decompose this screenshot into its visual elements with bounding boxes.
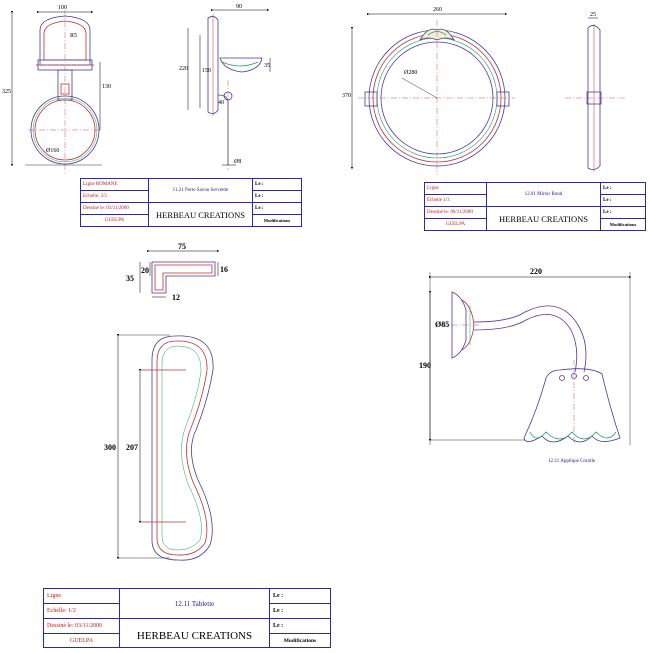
- dim-height-3: 300: [104, 443, 116, 452]
- drawing-1-side-view: [187, 8, 271, 170]
- dim-width-2: 260: [433, 7, 442, 13]
- tb2-le-3: Le :: [603, 210, 612, 215]
- dim-side-height-1: 220: [179, 66, 188, 72]
- tb1-echelle: Echelle: 2/5: [83, 194, 108, 199]
- tb2-author: GUELPA: [445, 222, 466, 227]
- dim-side-mid-1: 150: [202, 68, 211, 74]
- drawing-4-side-view: [428, 272, 632, 445]
- drawing-3-side-view: [139, 249, 220, 298]
- dim-inner-2: Ø280: [404, 70, 417, 76]
- dim-side-arm-1: 40: [218, 100, 224, 106]
- dim-height-2: 370: [342, 93, 351, 99]
- dim-width-4: 220: [530, 267, 542, 276]
- dim-side-cup-1: 35: [264, 63, 270, 69]
- drawing-2-side-view: [565, 17, 625, 172]
- dim-ring-dia-1: Ø160: [46, 148, 59, 154]
- tb3-dessine: Dessiné le: 03/11/2000: [47, 623, 103, 629]
- tb3-le-2: Le :: [273, 608, 284, 614]
- tb3-echelle: Echelle: 1/2: [47, 608, 76, 614]
- tb1-le-2: Le :: [255, 194, 264, 199]
- tb3-product: 12.11 Tablette: [174, 600, 215, 608]
- dim-top-right-3: 16: [220, 265, 228, 274]
- dim-top-inner-3: 20: [141, 266, 149, 275]
- tb2-product: 12.01 Miroir Rond: [524, 192, 563, 197]
- title-block-1: Ligne ROMANE Echelle: 2/5 Dessiné le: 03…: [80, 178, 302, 227]
- drawing-1-front-view: [10, 10, 102, 175]
- tb1-company: HERBEAU CREATIONS: [155, 210, 246, 220]
- dim-height-4: 190: [419, 361, 431, 370]
- tb2-le-2: Le :: [603, 198, 612, 203]
- dim-top-bottom-3: 12: [172, 293, 180, 302]
- tb3-company: HERBEAU CREATIONS: [136, 630, 253, 642]
- dim-side-2: 25: [590, 12, 596, 18]
- dim-top-width-3: 75: [178, 242, 186, 251]
- title-block-3: Ligne Echelle: 1/2 Dessiné le: 03/11/200…: [43, 588, 331, 648]
- tb3-le-1: Le :: [273, 593, 284, 599]
- dim-dia-4: Ø85: [435, 320, 449, 329]
- tb3-modifications: Modifications: [283, 638, 317, 644]
- tb1-dessine: Dessiné le: 03/11/2000: [83, 206, 129, 211]
- tb1-le-1: Le :: [255, 182, 264, 187]
- tb2-le-1: Le :: [603, 186, 612, 191]
- tb3-author: GUELPA: [69, 638, 94, 644]
- tb1-ligne: Ligne ROMANE: [83, 182, 118, 187]
- drawing-2-front-view: [350, 12, 515, 175]
- tb2-echelle: Echelle 1/3: [427, 198, 450, 203]
- drawing-3-front-view: [116, 333, 214, 561]
- tb3-ligne: Ligne: [47, 593, 61, 599]
- tb1-product: 11.21 Porte Savon Serviette: [172, 188, 229, 193]
- tb2-ligne: Ligne: [427, 186, 439, 191]
- dim-side-rod-1: Ø8: [234, 159, 241, 165]
- tb3-le-3: Le :: [273, 623, 284, 629]
- dim-width-1: 100: [58, 5, 67, 11]
- dim-height-1: 325: [2, 89, 11, 95]
- tb1-author: GUELPA: [104, 218, 125, 223]
- dim-ring-height-1: 130: [102, 84, 111, 90]
- title-block-2: Ligne Echelle 1/3 Dessiné le: 06/11/2000…: [424, 182, 646, 231]
- tb2-modifications: Modifications: [609, 222, 637, 227]
- caption-applique-corolle: 12.21 Applique Corolle: [548, 459, 596, 464]
- tb2-company: HERBEAU CREATIONS: [498, 214, 589, 224]
- tb2-dessine: Dessiné le: 06/11/2000: [427, 210, 473, 215]
- dim-inner-3: 207: [126, 443, 138, 452]
- dim-top-h-3: 35: [126, 274, 134, 283]
- dim-side-width-1: 90: [236, 4, 242, 10]
- tb1-modifications: Modifications: [263, 218, 291, 223]
- dim-cup-r-1: R5: [70, 33, 77, 39]
- tb1-le-3: Le :: [255, 206, 264, 211]
